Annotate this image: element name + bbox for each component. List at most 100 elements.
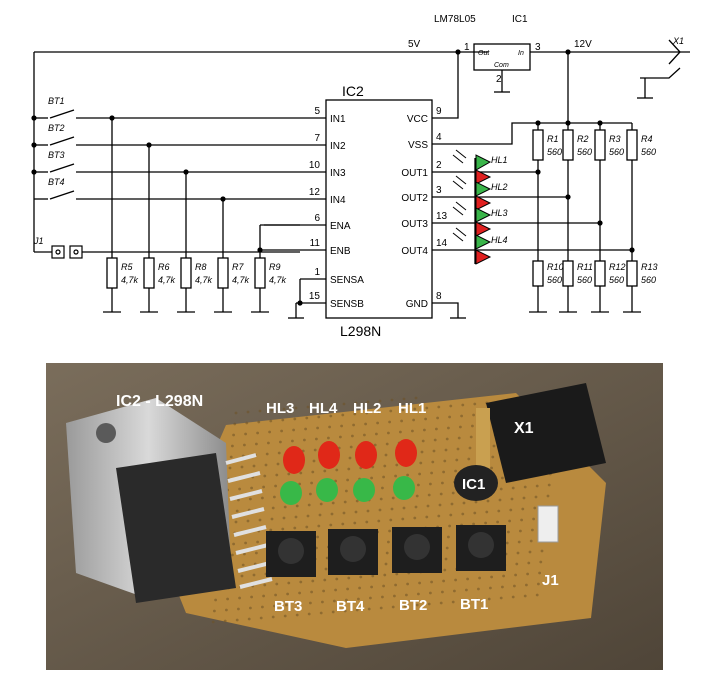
label-hl1: HL1 <box>398 400 426 417</box>
ic2-pin-name: IN4 <box>330 195 346 206</box>
label-bt3: BT3 <box>274 598 302 615</box>
label-ic1: IC1 <box>462 476 485 493</box>
junction-dots <box>31 49 635 306</box>
led-label: HL1 <box>491 155 508 165</box>
ic2-pin-number: 13 <box>436 211 448 222</box>
regulator-pin2: 2 <box>496 74 502 85</box>
green-leds <box>280 476 415 505</box>
ic2-pin-name: ENA <box>330 221 351 232</box>
resistor-ref: R8 <box>195 262 207 272</box>
resistor-value: 560 <box>609 147 624 157</box>
regulator-out-pin: Out <box>478 50 490 57</box>
ic2-pin-name: OUT2 <box>401 193 428 204</box>
ic1-regulator <box>454 465 498 501</box>
ic2-pin-number: 2 <box>436 160 442 171</box>
led-label: HL3 <box>491 208 508 218</box>
label-hl3: HL3 <box>266 400 294 417</box>
ic2-pin-name: IN2 <box>330 141 346 152</box>
label-x1: X1 <box>514 420 534 437</box>
resistor-ref: R3 <box>609 134 621 144</box>
ic2-pin-number: 9 <box>436 106 442 117</box>
button-label: BT1 <box>48 96 65 106</box>
led-label: HL4 <box>491 235 508 245</box>
label-bt1: BT1 <box>460 596 488 613</box>
resistor-value: 560 <box>547 147 562 157</box>
schematic-diagram: LM78L05 IC1 Out In Com 1 2 3 5V 12V X1 I… <box>31 14 690 339</box>
resistor-value: 4,7k <box>195 275 213 285</box>
ic2-pin-name: SENSA <box>330 275 364 286</box>
ic2-pin-number: 10 <box>309 160 321 171</box>
ic2-pin-number: 5 <box>314 106 320 117</box>
ic2-pin-number: 8 <box>436 291 442 302</box>
jumper-j1 <box>51 245 83 259</box>
resistor-ref: R12 <box>609 262 626 272</box>
regulator-pin1: 1 <box>464 42 470 53</box>
ic2-pin-name: OUT1 <box>401 168 428 179</box>
ic2-pin-number: 11 <box>310 238 321 249</box>
resistor-value: 560 <box>547 275 562 285</box>
resistor-ref: R2 <box>577 134 589 144</box>
connector-x1: X1 <box>672 36 684 46</box>
ic2-pin-name: IN3 <box>330 168 346 179</box>
ic2-pin-number: 7 <box>314 133 320 144</box>
rail-5v: 5V <box>408 39 421 50</box>
label-bt2: BT2 <box>399 597 427 614</box>
ic2-pin-name: OUT3 <box>401 219 428 230</box>
button-label: BT4 <box>48 177 65 187</box>
resistor-ref: R6 <box>158 262 170 272</box>
ic2-pin-number: 1 <box>314 267 320 278</box>
button-label: BT2 <box>48 123 65 133</box>
resistor-ref: R11 <box>577 262 593 272</box>
ic2-pin-name: VSS <box>408 140 428 151</box>
resistor-value: 560 <box>609 275 624 285</box>
ic2-pin-name: ENB <box>330 246 351 257</box>
resistor-value: 4,7k <box>158 275 176 285</box>
label-bt4: BT4 <box>336 598 365 615</box>
j1-header <box>537 505 559 543</box>
resistor-ref: R9 <box>269 262 281 272</box>
ic2-pin-name: VCC <box>407 114 428 125</box>
ic2-pin-name: GND <box>406 299 428 310</box>
button-label: BT3 <box>48 150 65 160</box>
regulator-com-pin: Com <box>494 62 509 69</box>
resistor-value: 560 <box>577 147 592 157</box>
ic2-ref: IC2 <box>342 83 364 99</box>
rail-12v: 12V <box>574 39 592 50</box>
tactile-buttons <box>266 525 506 577</box>
resistor-ref: R7 <box>232 262 244 272</box>
x1-power-jack <box>476 383 606 483</box>
resistor-ref: R1 <box>547 134 559 144</box>
label-hl4: HL4 <box>309 400 338 417</box>
regulator-ref: IC1 <box>512 14 528 25</box>
ic2-pin-number: 14 <box>436 238 448 249</box>
regulator-part: LM78L05 <box>434 14 476 25</box>
ic2-pin-number: 15 <box>309 291 321 302</box>
resistor-value: 560 <box>641 275 656 285</box>
resistor-value: 560 <box>641 147 656 157</box>
resistor-value: 4,7k <box>269 275 287 285</box>
ic2-pin-number: 12 <box>309 187 321 198</box>
label-j1: J1 <box>542 572 559 589</box>
resistor-ref: R13 <box>641 262 658 272</box>
regulator-in-pin: In <box>518 50 524 57</box>
ic2-pin-name: IN1 <box>330 114 346 125</box>
regulator-pin3: 3 <box>535 42 541 53</box>
led-label: HL2 <box>491 182 508 192</box>
resistor-bodies <box>106 129 638 289</box>
jumper-label: J1 <box>33 236 44 246</box>
ic2-pin-number: 4 <box>436 132 442 143</box>
label-hl2: HL2 <box>353 400 381 417</box>
resistor-value: 560 <box>577 275 592 285</box>
led-symbols <box>452 149 492 265</box>
resistor-ref: R5 <box>121 262 133 272</box>
resistor-value: 4,7k <box>121 275 139 285</box>
ic2-pin-number: 6 <box>314 213 320 224</box>
ic2-pin-name: OUT4 <box>401 246 428 257</box>
resistor-ref: R4 <box>641 134 653 144</box>
schematic-wires <box>33 39 690 319</box>
ic2-part: L298N <box>340 323 381 339</box>
ic2-l298n-package <box>66 398 273 603</box>
